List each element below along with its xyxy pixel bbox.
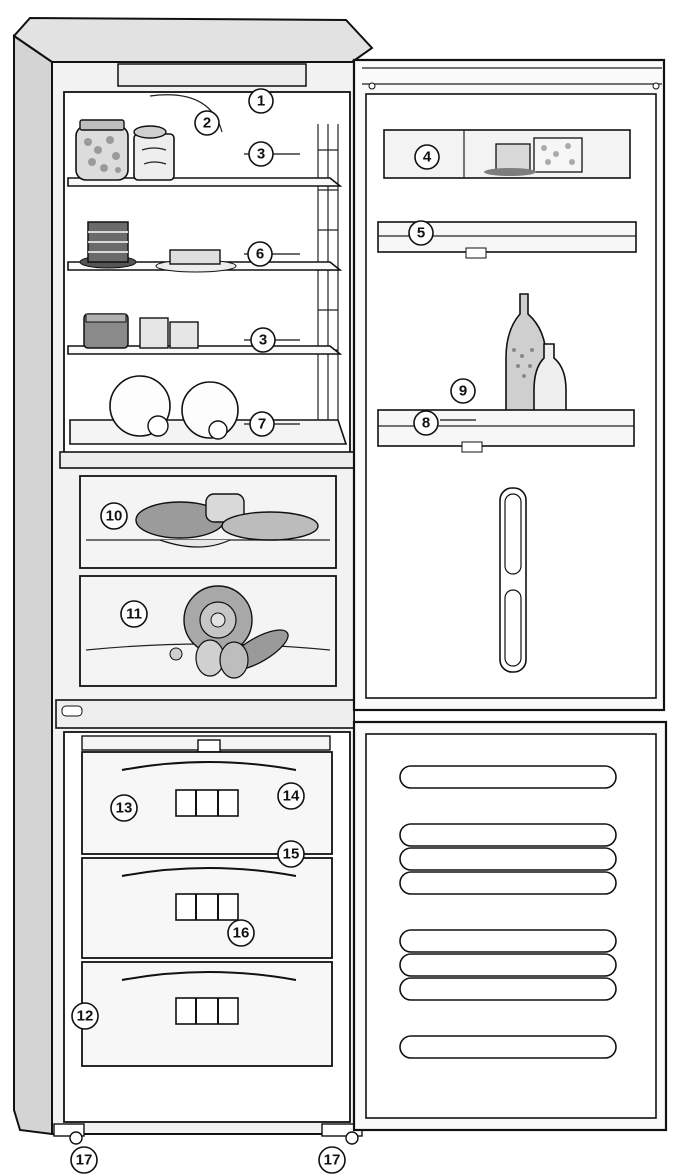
svg-text:10: 10 [106,508,123,525]
callout-3-lower: 3 [251,328,275,352]
svg-text:13: 13 [116,800,133,817]
callout-15: 15 [278,841,304,867]
callout-9: 9 [451,379,475,403]
svg-text:8: 8 [422,415,430,432]
callout-2: 2 [195,111,219,135]
callout-17-right: 17 [319,1147,345,1173]
callout-3-upper: 3 [249,142,273,166]
callout-1: 1 [249,89,273,113]
svg-text:7: 7 [258,416,266,433]
svg-text:14: 14 [283,788,300,805]
svg-text:5: 5 [417,225,425,242]
callout-7: 7 [250,412,274,436]
cabinet-left-side [14,36,52,1134]
svg-text:12: 12 [77,1008,94,1025]
svg-text:2: 2 [203,115,211,132]
freezer-compartment [64,732,350,1122]
callout-17-left: 17 [71,1147,97,1173]
callout-6: 6 [248,242,272,266]
svg-text:6: 6 [256,246,264,263]
fridge-door[interactable] [354,60,664,710]
fridge-door-handle[interactable] [500,488,526,672]
compartment-divider [56,700,354,728]
crisper-drawer-lower[interactable] [80,576,336,686]
svg-text:16: 16 [233,925,250,942]
svg-text:9: 9 [459,383,467,400]
crisper-cover-plate [60,452,354,468]
svg-text:3: 3 [257,146,265,163]
freezer-drawer-bottom[interactable] [82,962,332,1066]
svg-text:1: 1 [257,93,265,110]
callout-10: 10 [101,503,127,529]
callout-4: 4 [415,145,439,169]
callout-16: 16 [228,920,254,946]
callout-14: 14 [278,783,304,809]
svg-text:4: 4 [423,149,432,166]
fridge-compartment [56,92,354,728]
jars [76,120,174,180]
cabinet-top [14,18,372,62]
callout-8: 8 [414,411,438,435]
callout-5: 5 [409,221,433,245]
control-panel[interactable] [118,64,306,86]
callout-13: 13 [111,795,137,821]
svg-text:3: 3 [259,332,267,349]
freezer-drawer-middle[interactable] [82,858,332,958]
callout-12: 12 [72,1003,98,1029]
svg-text:11: 11 [126,606,142,623]
svg-text:15: 15 [283,846,300,863]
callout-11: 11 [121,601,147,627]
svg-text:17: 17 [324,1152,341,1169]
freezer-door[interactable] [354,722,666,1130]
svg-text:17: 17 [76,1152,93,1169]
